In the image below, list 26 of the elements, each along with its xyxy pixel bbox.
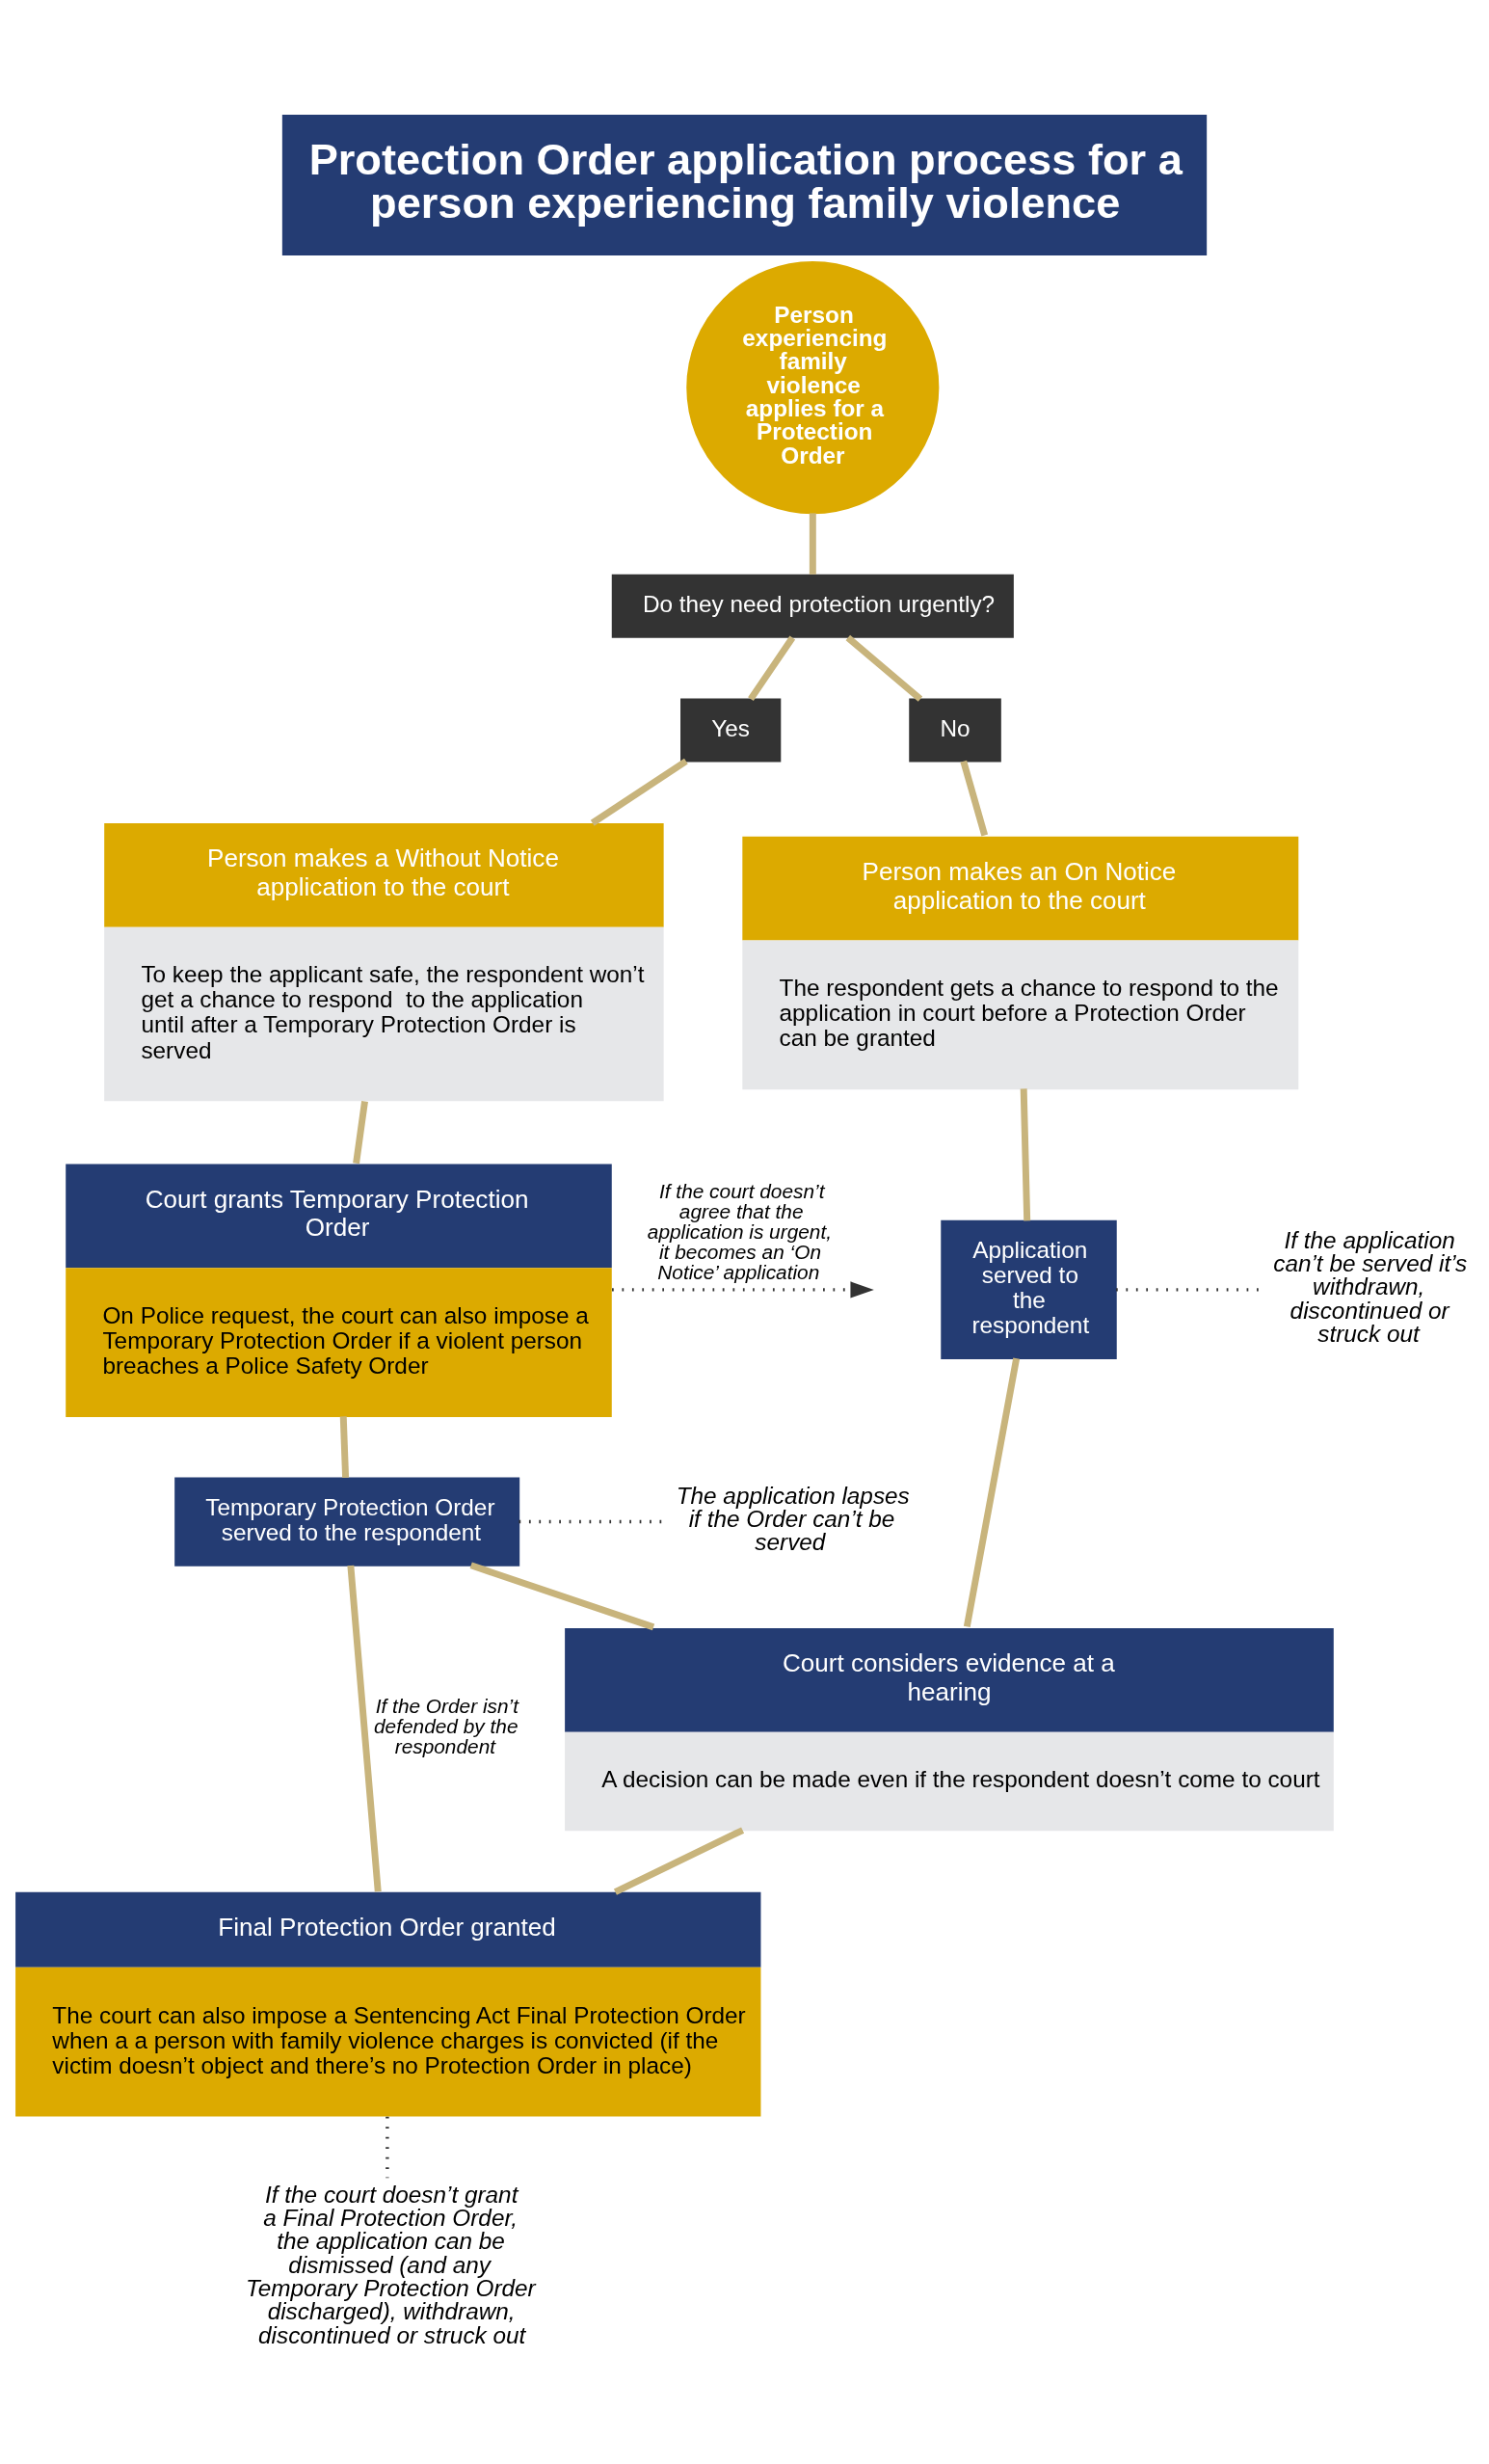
connector (809, 513, 816, 575)
node-text: If the application can’t be served it’s withdrawn, discontinued or struck out (1273, 1226, 1468, 1348)
connector (353, 1101, 368, 1165)
arrow (612, 1281, 874, 1299)
edge-label: If the Order isn’t defended by the respondent (373, 1694, 519, 1757)
connector (845, 634, 923, 702)
connector (590, 758, 688, 826)
connector (339, 1416, 350, 1479)
node-box: Yes (680, 698, 782, 763)
connector (748, 635, 796, 702)
connector (613, 1827, 745, 1895)
node-circle: Person experiencing family violence applies for a Protection Order (686, 261, 940, 515)
connector (518, 1519, 663, 1524)
connector (1020, 1088, 1031, 1221)
node-box: Temporary Protection Order served to the respondent (174, 1477, 520, 1567)
connector (963, 1357, 1021, 1627)
diagram-title: Protection Order application process for a person experiencing family violence (308, 135, 1183, 228)
node-box: Application served to the respondent (941, 1219, 1117, 1359)
connector (347, 1565, 382, 1892)
node-box: No (909, 698, 1001, 763)
node-text: The application lapses if the Order can’t be served (676, 1482, 910, 1556)
node-box: Do they need protection urgently? (611, 574, 1014, 638)
node-text: If the court doesn’t grant a Final Protection Order, the application can be dismissed (and any Temporary Protection Order discharged), withdrawn, discontinued or struck out (246, 2181, 536, 2348)
edge-label: If the court doesn’t agree that the application is urgent, it becomes an ‘On Notice’ application (647, 1180, 833, 1283)
connector (469, 1562, 655, 1631)
connector (960, 760, 989, 837)
